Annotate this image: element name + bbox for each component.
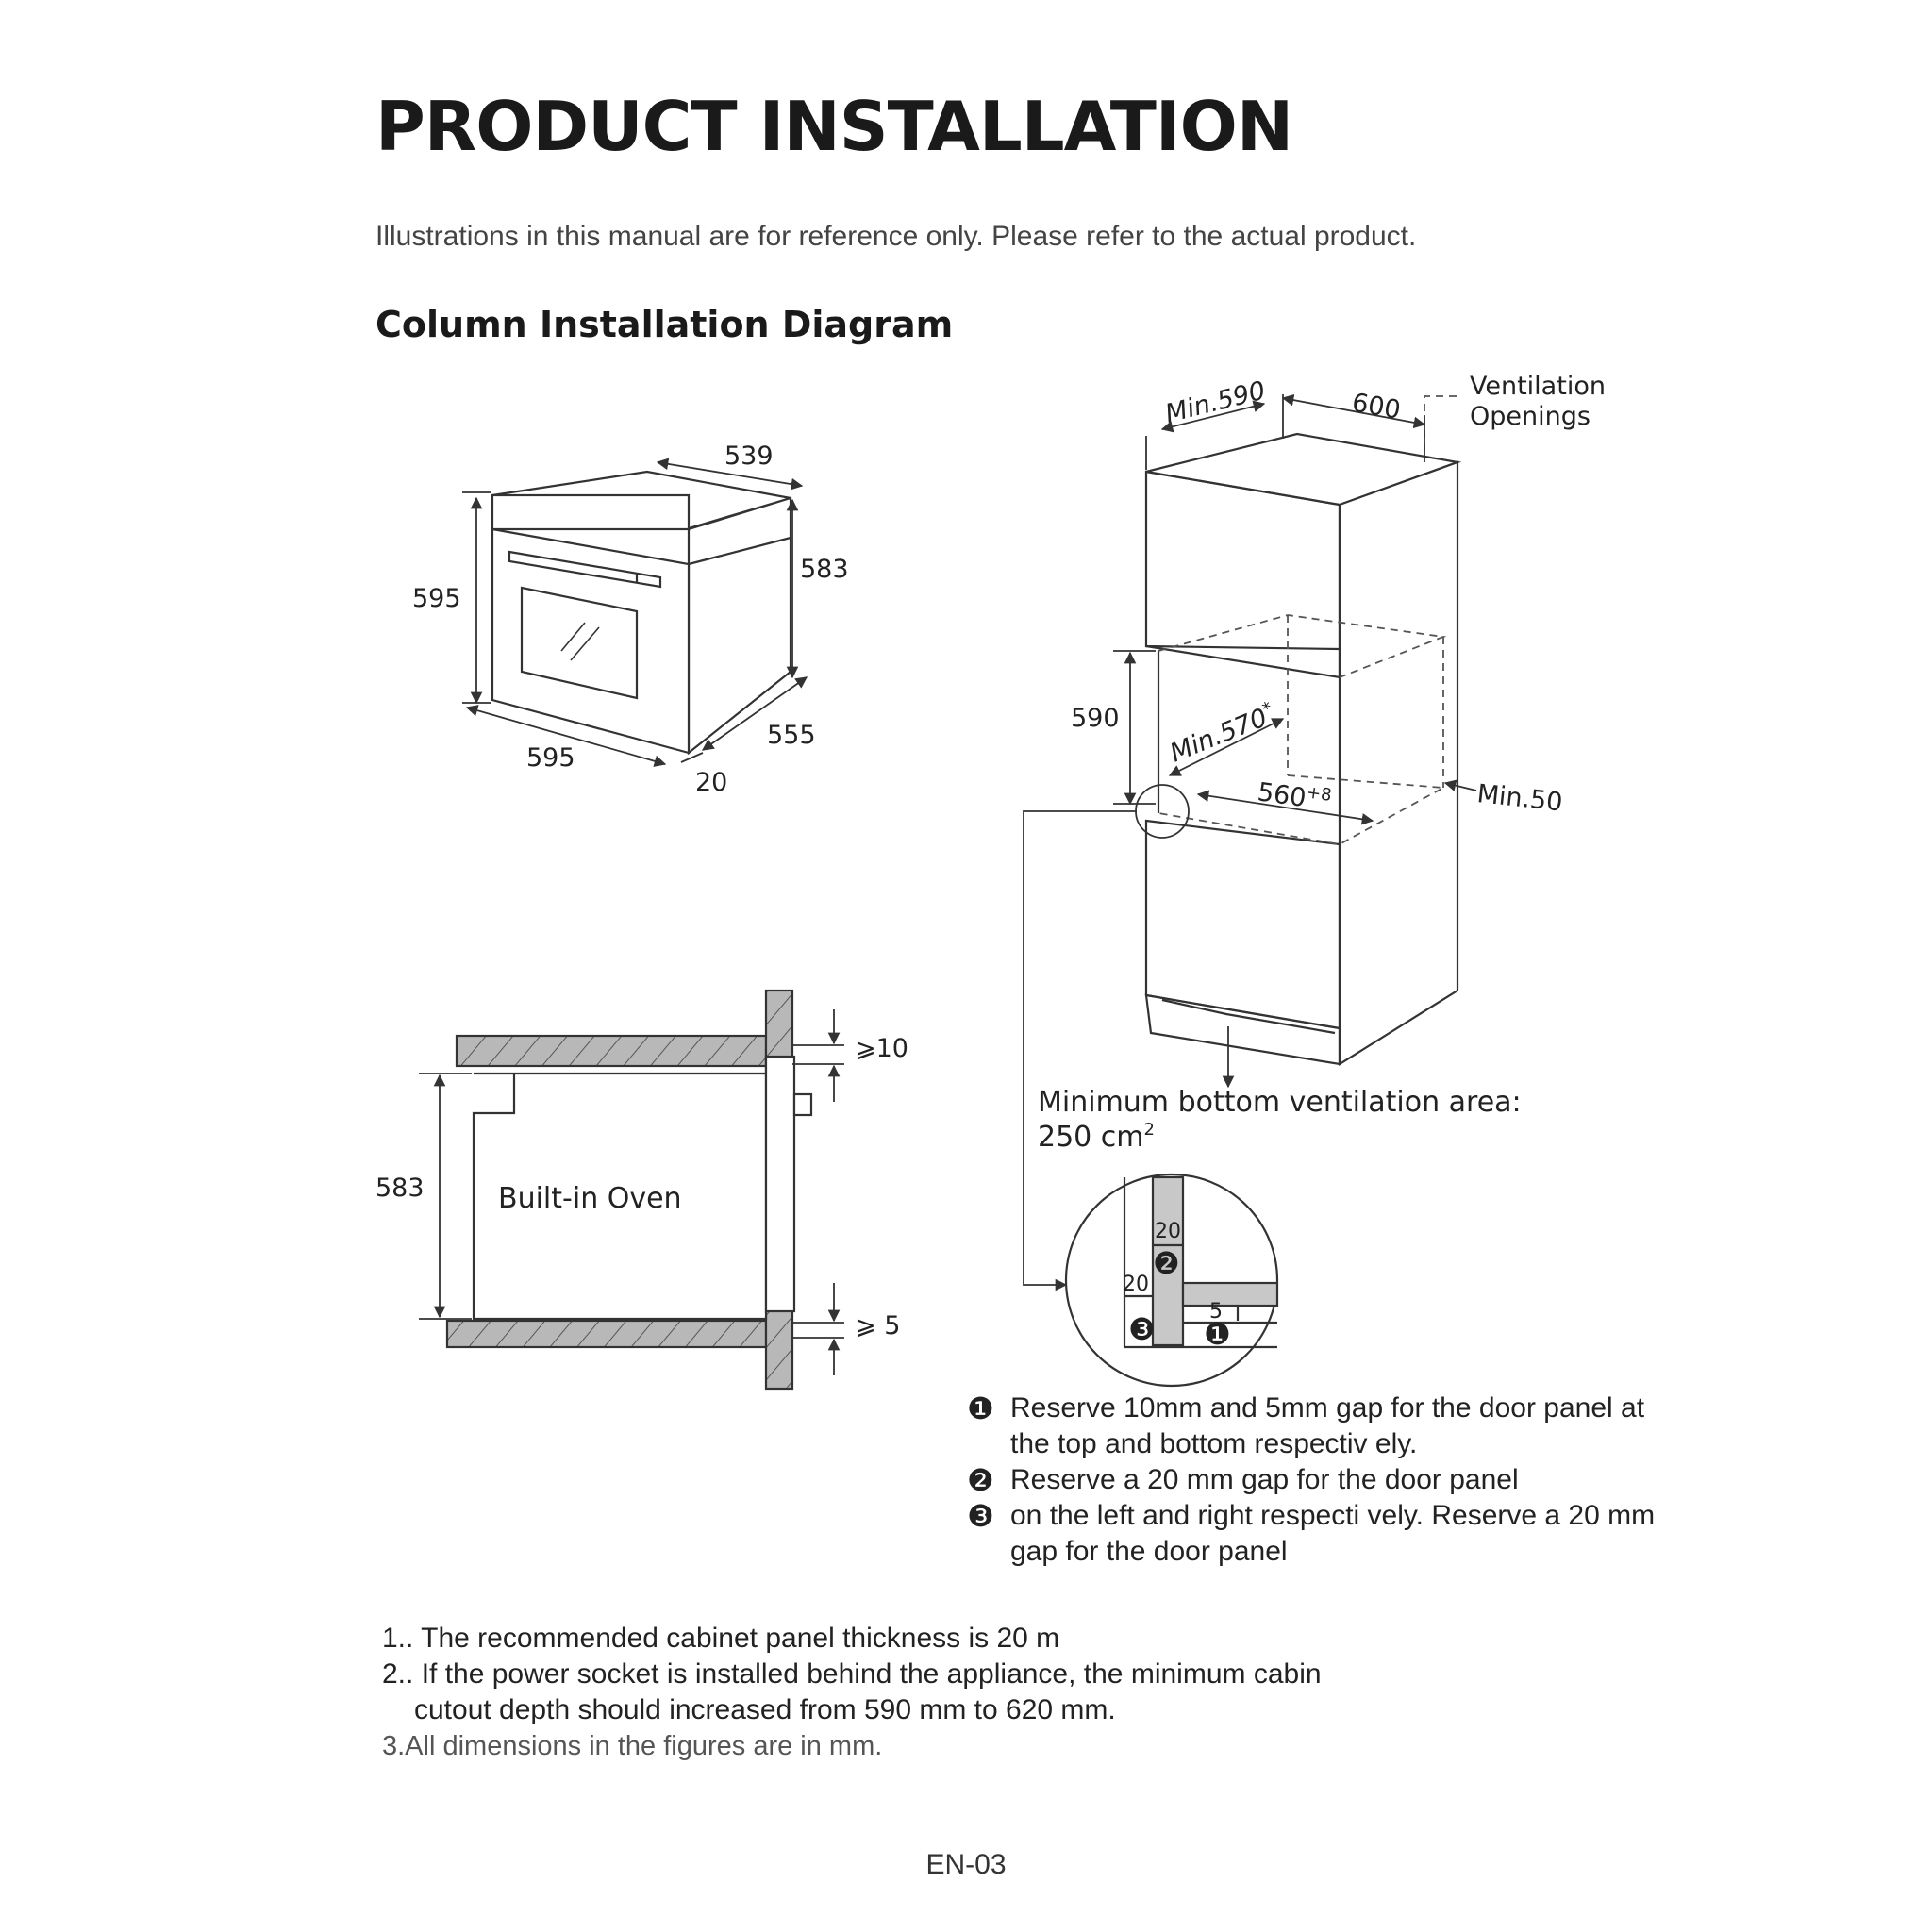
column-dims (1023, 393, 1477, 1291)
legend-item: ❷ Reserve a 20 mm gap for the door panel (967, 1462, 1684, 1498)
legend-text-2: Reserve a 20 mm gap for the door panel (1010, 1464, 1519, 1495)
dim-height-side: 583 (800, 555, 849, 584)
built-in-oven-label: Built-in Oven (498, 1182, 682, 1215)
side-section-dims (419, 1009, 844, 1375)
page-number: EN-03 (925, 1849, 1007, 1880)
section-title: Column Installation Diagram (375, 304, 954, 345)
dim-min-width: Min.570* (1165, 698, 1279, 768)
vent-label-1: Ventilation (1470, 372, 1606, 401)
dim-min-depth: Min.590 (1162, 376, 1268, 429)
note-2: 2.. If the power socket is installed beh… (382, 1658, 1322, 1690)
dim-gap-top: ⩾10 (855, 1034, 908, 1063)
dim-min-back: Min.50 (1475, 779, 1564, 817)
legend-marker-1: ❶ (967, 1391, 994, 1425)
dim-width-front: 595 (526, 743, 575, 773)
dim-gap-bottom: ⩾ 5 (855, 1311, 900, 1341)
note-1: 1.. The recommended cabinet panel thickn… (382, 1623, 1060, 1654)
legend-text-3: on the left and right respecti vely. Res… (1010, 1500, 1656, 1567)
detail-dim-20-top: 20 (1155, 1220, 1181, 1243)
dim-depth-side: 555 (767, 721, 816, 750)
legend-marker-2: ❷ (967, 1463, 994, 1497)
intro-text: Illustrations in this manual are for ref… (375, 221, 1417, 252)
detail-dim-5: 5 (1209, 1300, 1223, 1324)
installation-notes: 1.. The recommended cabinet panel thickn… (382, 1621, 1703, 1764)
detail-marker-1: ❶ (1204, 1316, 1231, 1352)
side-section (445, 989, 813, 1391)
legend-text-1: Reserve 10mm and 5mm gap for the door pa… (1010, 1392, 1645, 1459)
dim-cabinet-width: 600 (1350, 388, 1403, 425)
note-3: 3.All dimensions in the figures are in m… (382, 1731, 883, 1761)
column-cabinet (1144, 432, 1462, 1066)
dim-panel: 20 (695, 768, 727, 797)
legend-item: ❸ on the left and right respecti vely. R… (967, 1498, 1684, 1570)
detail-marker-2: ❷ (1153, 1245, 1180, 1281)
dim-inner-width: 560+8 (1256, 775, 1333, 817)
dim-section-height: 583 (375, 1174, 425, 1203)
vent-label-2: Openings (1470, 402, 1591, 431)
bottom-vent-label-1: Minimum bottom ventilation area: (1038, 1086, 1522, 1119)
oven-isometric (491, 470, 792, 756)
dim-height-front: 595 (412, 584, 461, 613)
gap-legend: ❶ Reserve 10mm and 5mm gap for the door … (967, 1391, 1684, 1570)
dim-depth-top: 539 (724, 441, 774, 471)
oven-dim-lines (462, 458, 808, 767)
detail-circle (1064, 1173, 1279, 1388)
legend-marker-3: ❸ (967, 1499, 994, 1533)
dim-niche-height: 590 (1071, 704, 1120, 733)
legend-item: ❶ Reserve 10mm and 5mm gap for the door … (967, 1391, 1684, 1462)
note-2-continued: cutout depth should increased from 590 m… (414, 1694, 1116, 1725)
detail-dim-20-left: 20 (1123, 1273, 1149, 1296)
page-title: PRODUCT INSTALLATION (375, 87, 1293, 166)
bottom-vent-label-2: 250 cm2 (1038, 1120, 1155, 1154)
detail-marker-3: ❸ (1128, 1311, 1156, 1347)
